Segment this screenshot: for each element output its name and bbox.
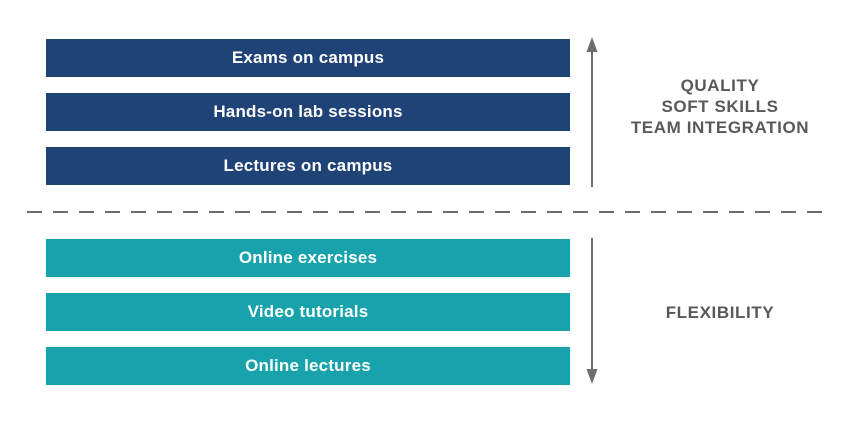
- flexibility-label: FLEXIBILITY: [665, 303, 775, 322]
- up-arrow-icon: [586, 37, 598, 187]
- down-arrow-icon: [586, 238, 598, 384]
- bar-video-tutorials: Video tutorials: [46, 293, 570, 331]
- team-integration-label: TEAM INTEGRATION: [630, 118, 810, 137]
- quality-label: QUALITY: [680, 76, 760, 95]
- bar-online-lectures: Online lectures: [46, 347, 570, 385]
- bar-hands-on-lab-sessions: Hands-on lab sessions: [46, 93, 570, 131]
- bottom-annotation: FLEXIBILITY: [600, 302, 840, 323]
- bar-exams-on-campus: Exams on campus: [46, 39, 570, 77]
- bar-lectures-on-campus: Lectures on campus: [46, 147, 570, 185]
- dashed-divider: [27, 211, 823, 213]
- top-annotation: QUALITY SOFT SKILLS TEAM INTEGRATION: [600, 75, 840, 138]
- soft-skills-label: SOFT SKILLS: [661, 97, 779, 116]
- bar-online-exercises: Online exercises: [46, 239, 570, 277]
